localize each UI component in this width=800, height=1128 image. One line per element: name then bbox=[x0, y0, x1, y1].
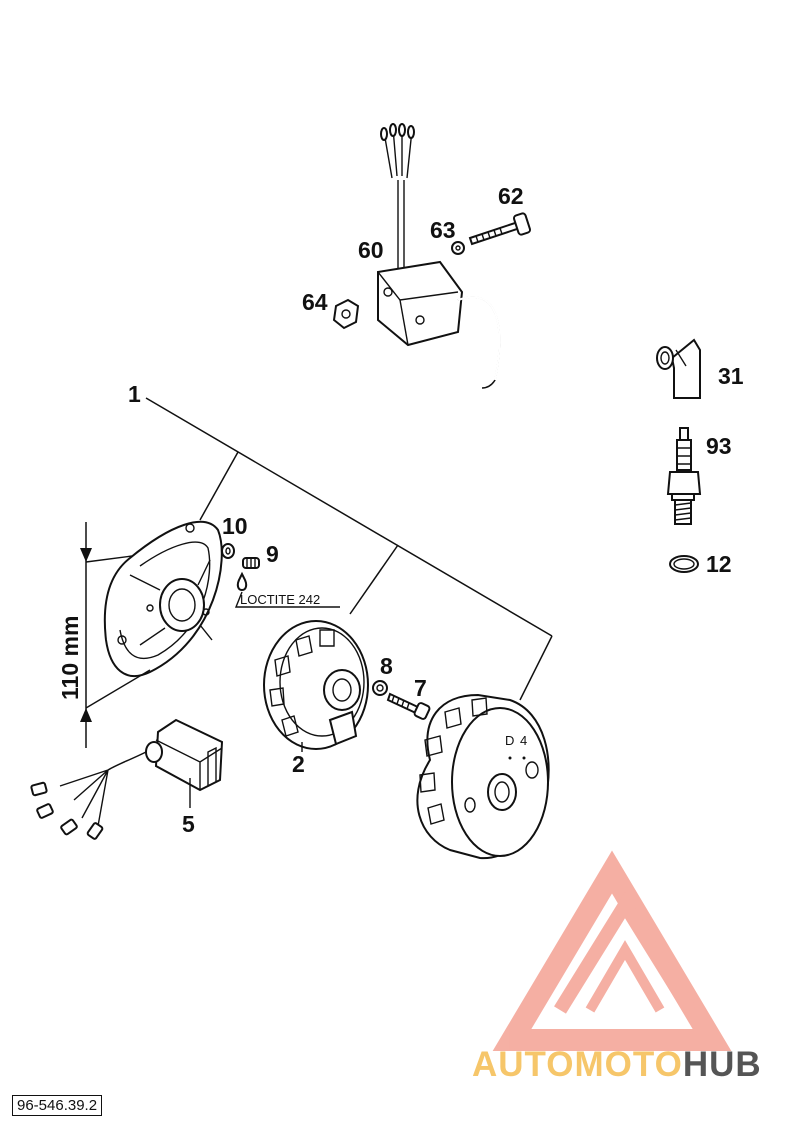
watermark-logo bbox=[492, 850, 732, 1051]
reference-code: 96-546.39.2 bbox=[12, 1095, 103, 1116]
stator-plate bbox=[103, 520, 223, 678]
svg-text:D: D bbox=[505, 733, 514, 748]
callout-12: 12 bbox=[706, 551, 732, 577]
spark-plug bbox=[666, 427, 702, 525]
callout-10: 10 bbox=[222, 513, 248, 539]
callout-31: 31 bbox=[718, 363, 744, 389]
callout-62: 62 bbox=[498, 183, 524, 209]
callout-9: 9 bbox=[266, 541, 279, 567]
callout-7: 7 bbox=[414, 675, 427, 701]
callout-63: 63 bbox=[430, 217, 456, 243]
callout-1: 1 bbox=[128, 381, 141, 407]
stator bbox=[188, 620, 369, 750]
svg-text:4: 4 bbox=[520, 733, 527, 748]
callout-2: 2 bbox=[292, 751, 305, 777]
dimension-label: 110 mm bbox=[57, 616, 83, 700]
voltage-regulator bbox=[30, 718, 224, 840]
watermark-text: AUTOMOTOHUB bbox=[472, 1045, 762, 1084]
ignition-coil bbox=[332, 123, 532, 389]
loctite-label: LOCTITE 242 bbox=[240, 592, 320, 607]
callout-93: 93 bbox=[706, 433, 732, 459]
group-bracket-lines bbox=[145, 397, 553, 701]
spark-plug-cap bbox=[656, 338, 701, 399]
fasteners-7-8 bbox=[372, 680, 431, 720]
fasteners-9-10 bbox=[221, 543, 340, 608]
callout-60: 60 bbox=[358, 237, 384, 263]
callout-64: 64 bbox=[302, 289, 328, 315]
dimension-110mm bbox=[80, 522, 151, 748]
flywheel-rotor: D 4 bbox=[416, 693, 550, 860]
callout-5: 5 bbox=[182, 811, 195, 837]
callout-8: 8 bbox=[380, 653, 393, 679]
